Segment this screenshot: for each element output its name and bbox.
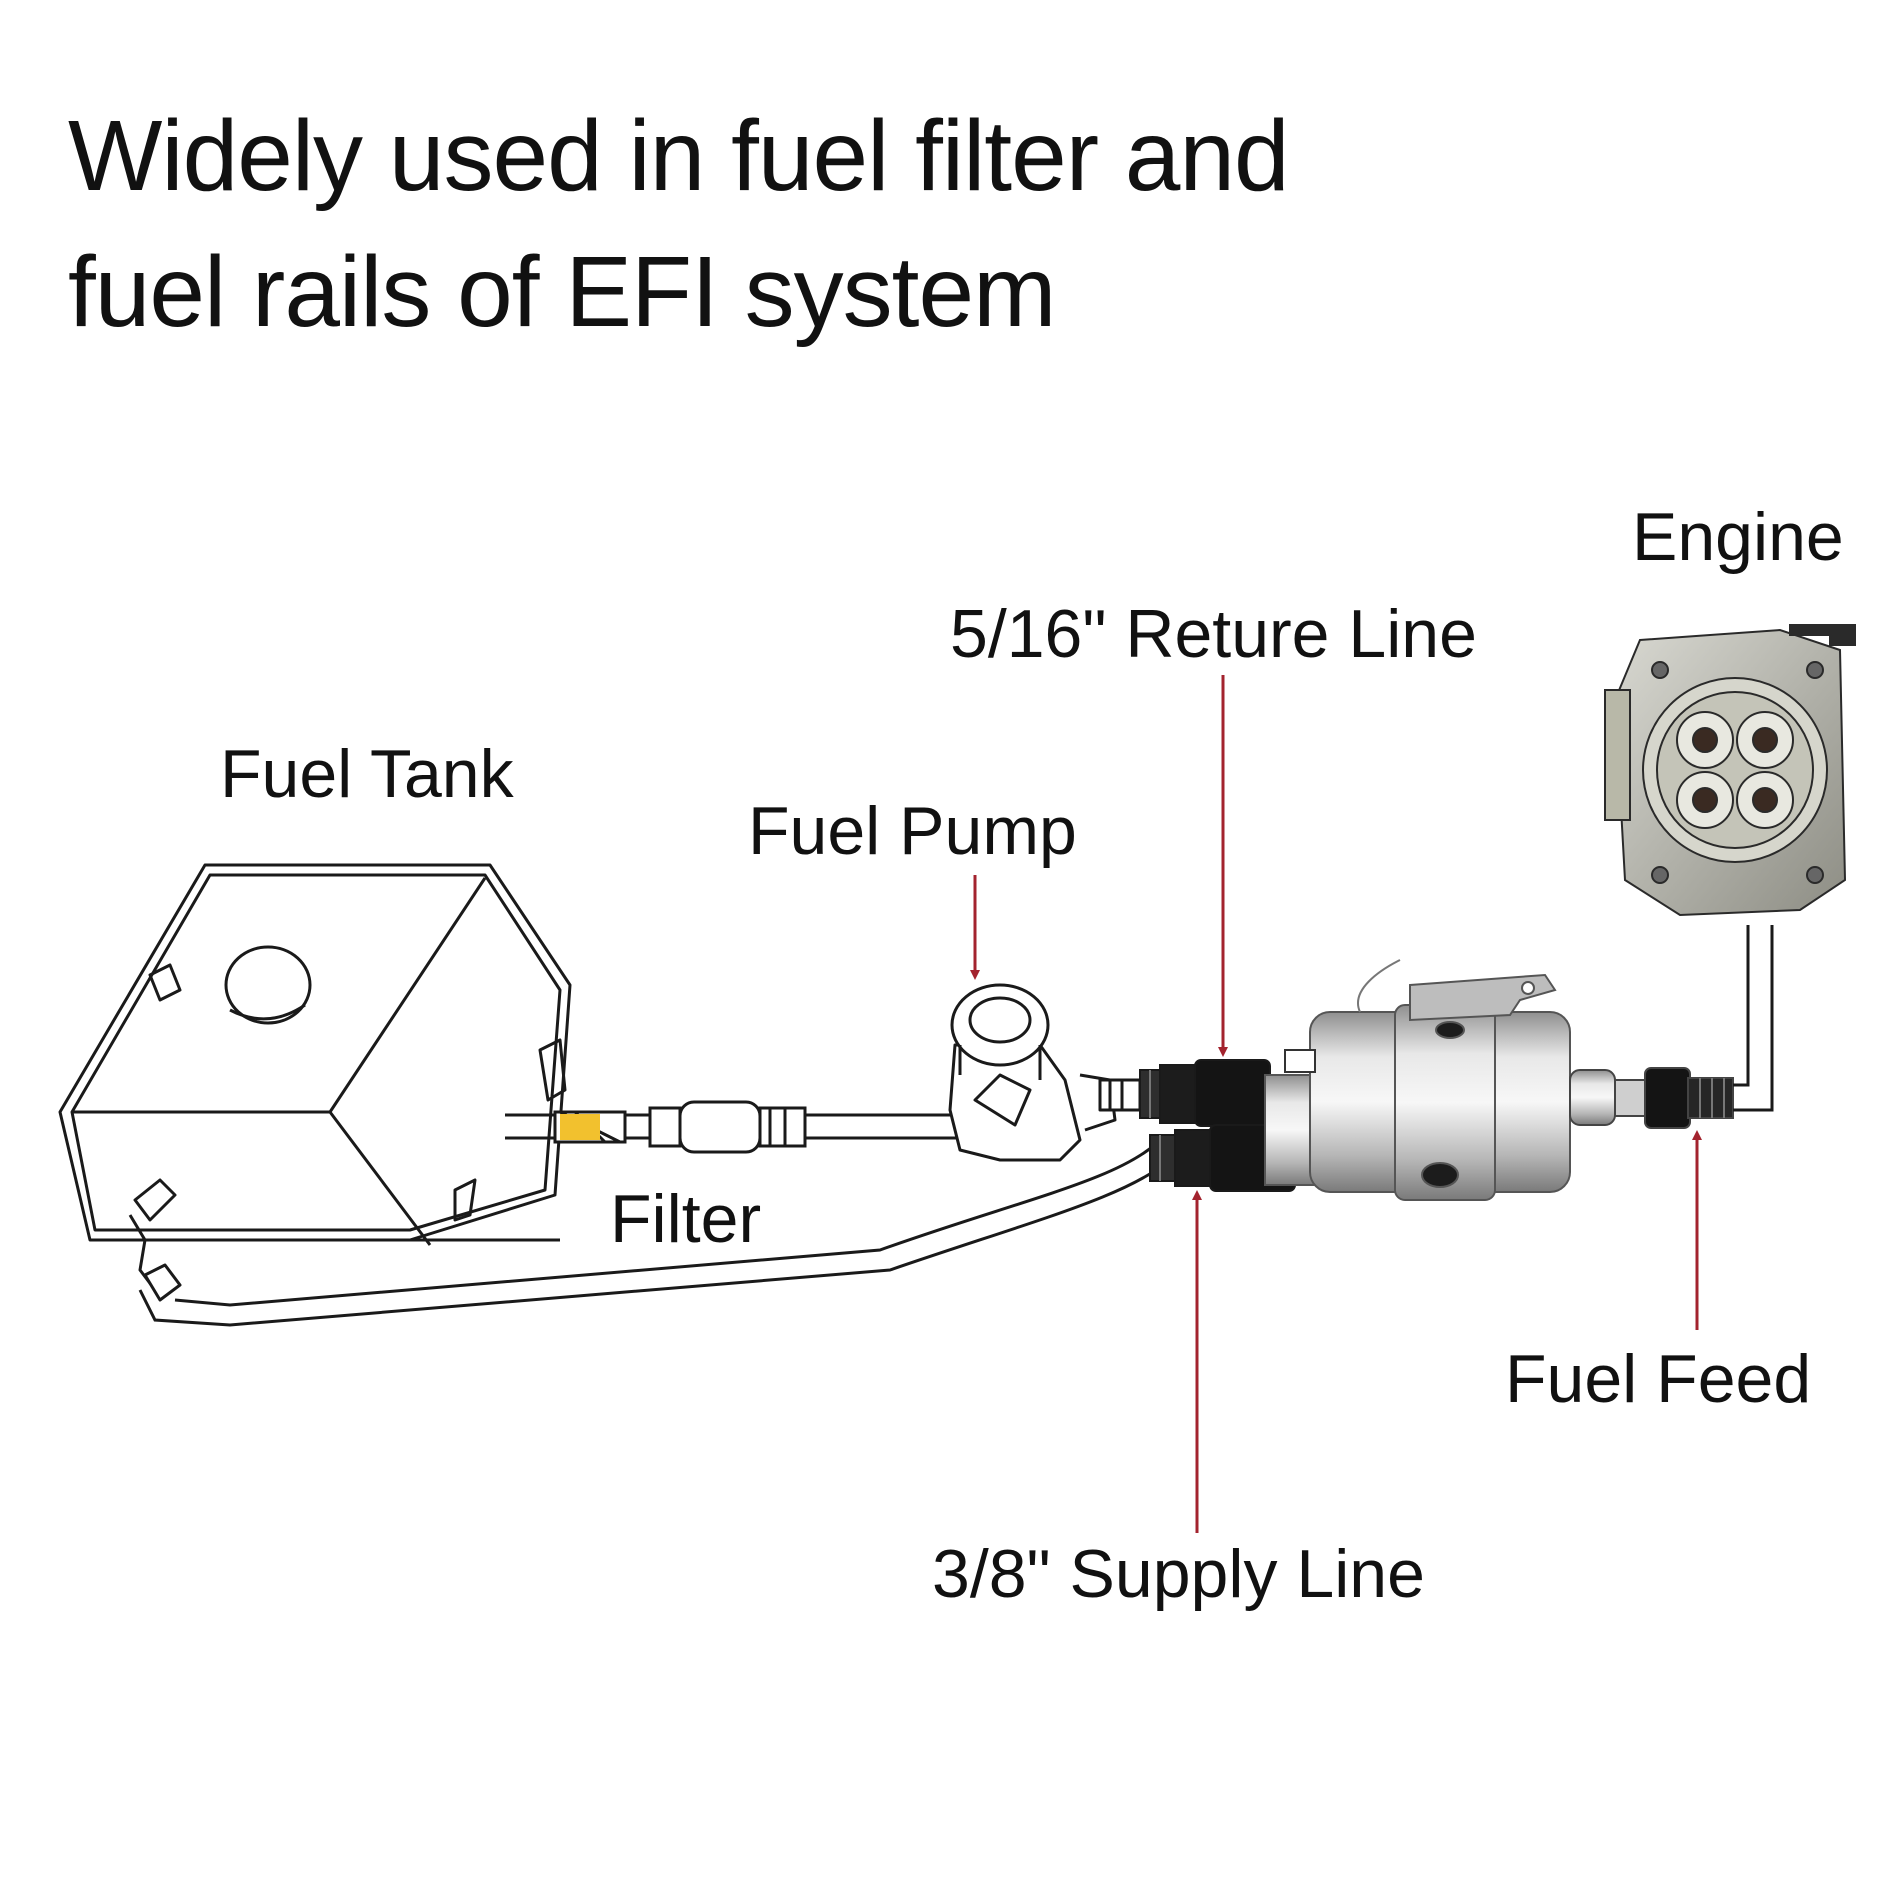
fuel-tank-label: Fuel Tank xyxy=(220,736,514,812)
pointer-arrows xyxy=(970,675,1702,1533)
return-fitting-illustration xyxy=(1139,1059,1271,1127)
title-line-2: fuel rails of EFI system xyxy=(68,236,1056,348)
inline-filter-illustration xyxy=(648,1100,807,1154)
return-line-label: 5/16" Reture Line xyxy=(950,596,1477,672)
engine-illustration xyxy=(1604,624,1856,917)
fuel-pump-label: Fuel Pump xyxy=(748,793,1077,869)
fuel-feed-label: Fuel Feed xyxy=(1505,1341,1812,1417)
supply-line-label: 3/8" Supply Line xyxy=(932,1536,1425,1612)
engine-feed-line xyxy=(1733,925,1774,1112)
filter-label: Filter xyxy=(610,1181,762,1257)
title-line-1: Widely used in fuel filter and xyxy=(68,100,1290,212)
feed-fitting-illustration xyxy=(1569,1067,1734,1129)
engine-label: Engine xyxy=(1632,499,1844,575)
page-title: Widely used in fuel filter and fuel rail… xyxy=(68,88,1290,360)
fuel-pump-illustration xyxy=(948,983,1142,1162)
fuel-filter-canister-illustration xyxy=(1264,959,1571,1201)
fuel-tank-illustration xyxy=(58,863,572,1302)
